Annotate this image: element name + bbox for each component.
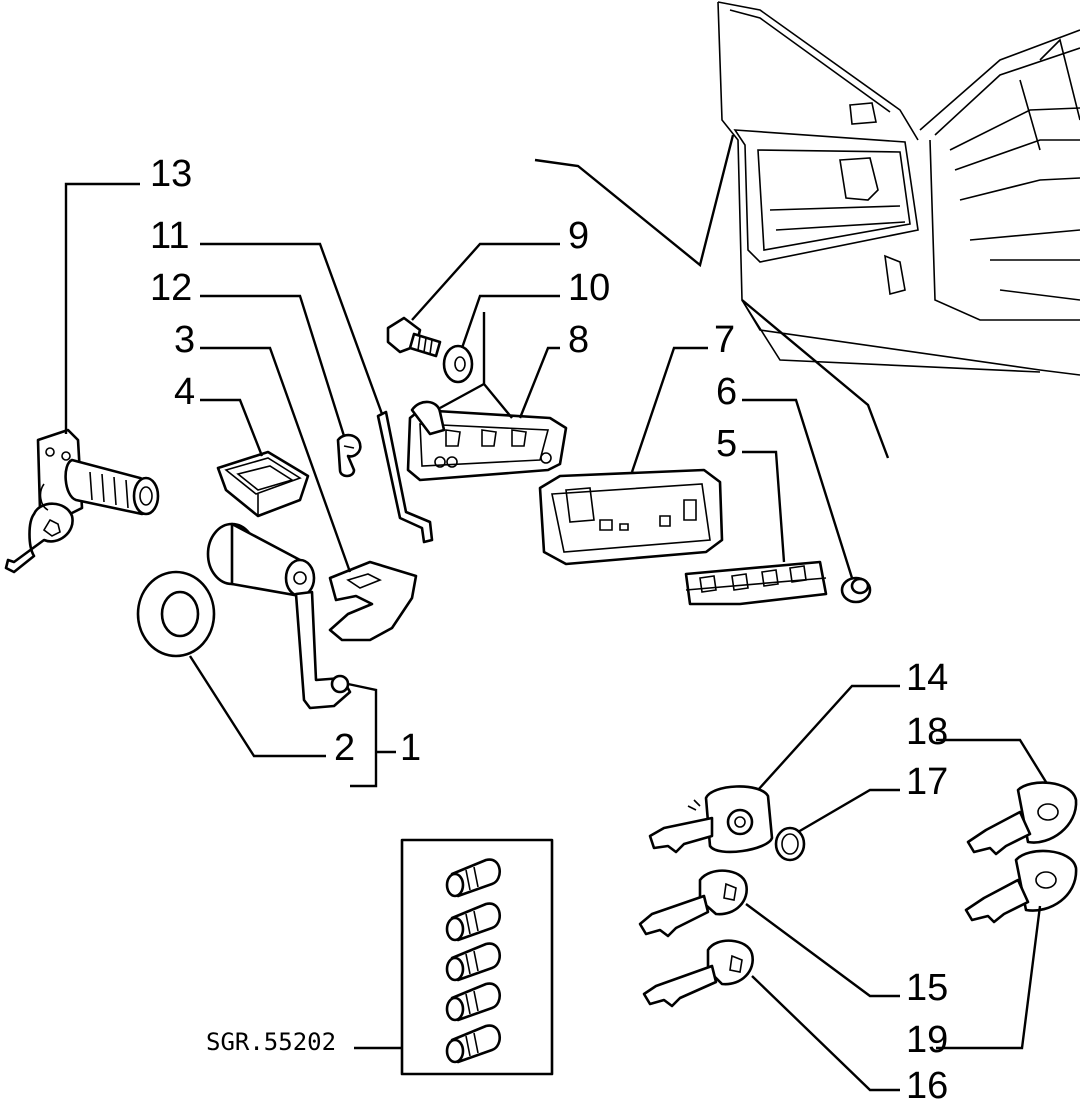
pin-2: [445, 902, 501, 942]
part-key-15: [638, 869, 748, 938]
pin-5: [445, 1024, 501, 1064]
callout-5: 5: [716, 423, 737, 465]
part-key-19: [964, 849, 1078, 924]
leader-9: [411, 242, 560, 321]
leader-8: [518, 346, 560, 419]
callout-11: 11: [150, 215, 189, 257]
door-leader-line-2: [741, 299, 890, 459]
leader-13: [64, 182, 140, 434]
part-key-16: [642, 939, 754, 1008]
leader-5: [742, 450, 786, 563]
drawing-reference-code: SGR.55202: [206, 1028, 336, 1056]
leader-lines: [64, 182, 1048, 1092]
leader-17: [797, 788, 900, 834]
callout-6: 6: [716, 371, 737, 413]
callout-3: 3: [174, 319, 195, 361]
callout-2: 2: [334, 727, 355, 769]
callout-4: 4: [174, 371, 195, 413]
leader-14: [757, 684, 900, 791]
part-rod: [376, 410, 434, 544]
part-grommet: [840, 576, 872, 604]
leader-7: [630, 346, 708, 473]
leader-12: [200, 294, 346, 437]
leader-16: [751, 975, 900, 1092]
callout-18: 18: [906, 711, 948, 753]
callout-12: 12: [150, 267, 192, 309]
callout-17: 17: [906, 761, 948, 803]
leader-18: [936, 738, 1048, 783]
pin-1: [445, 858, 501, 898]
leader-3: [200, 346, 352, 573]
callout-10: 10: [568, 267, 610, 309]
part-lock-bracket: [328, 560, 418, 642]
part-lock-cylinder-with-key: [4, 428, 160, 574]
leader-11: [200, 242, 384, 415]
part-clip: [336, 433, 362, 478]
callout-15: 15: [906, 967, 948, 1009]
leader-4: [200, 398, 264, 457]
part-latch-strip: [684, 560, 828, 606]
pin-3: [445, 942, 501, 982]
part-inner-handle-bracket: [406, 400, 568, 482]
door-leader-line: [534, 134, 735, 268]
callout-1: 1: [400, 727, 421, 769]
leader-8-branch: [482, 312, 513, 419]
leader-10: [460, 294, 560, 349]
callout-13: 13: [150, 153, 192, 195]
part-escutcheon-plate: [538, 468, 724, 566]
car-door-illustration: [717, 1, 1080, 376]
pin-kit-box: [400, 838, 554, 1076]
callout-14: 14: [906, 657, 948, 699]
part-tray: [216, 450, 310, 518]
leader-2: [188, 655, 326, 758]
callout-numbers: 13 11 12 3 4 9 10 8 7 6 5 2 1 14 18 17 1…: [150, 153, 948, 1101]
leader-8-branch-2: [439, 382, 485, 410]
leader-6: [742, 398, 854, 579]
part-gasket-ring: [136, 570, 216, 658]
leader-1: [347, 682, 378, 788]
callout-7: 7: [714, 319, 735, 361]
part-master-key: [648, 785, 774, 854]
callout-19: 19: [906, 1019, 948, 1061]
leader-19: [936, 905, 1042, 1050]
part-lock-lever: [206, 522, 352, 710]
callout-8: 8: [568, 319, 589, 361]
part-bolt: [386, 316, 442, 358]
callout-9: 9: [568, 215, 589, 257]
part-key-ring: [774, 826, 806, 862]
callout-16: 16: [906, 1065, 948, 1101]
part-key-18: [966, 781, 1078, 856]
pin-4: [445, 982, 501, 1022]
leader-15: [745, 903, 900, 998]
part-washer: [442, 344, 474, 384]
